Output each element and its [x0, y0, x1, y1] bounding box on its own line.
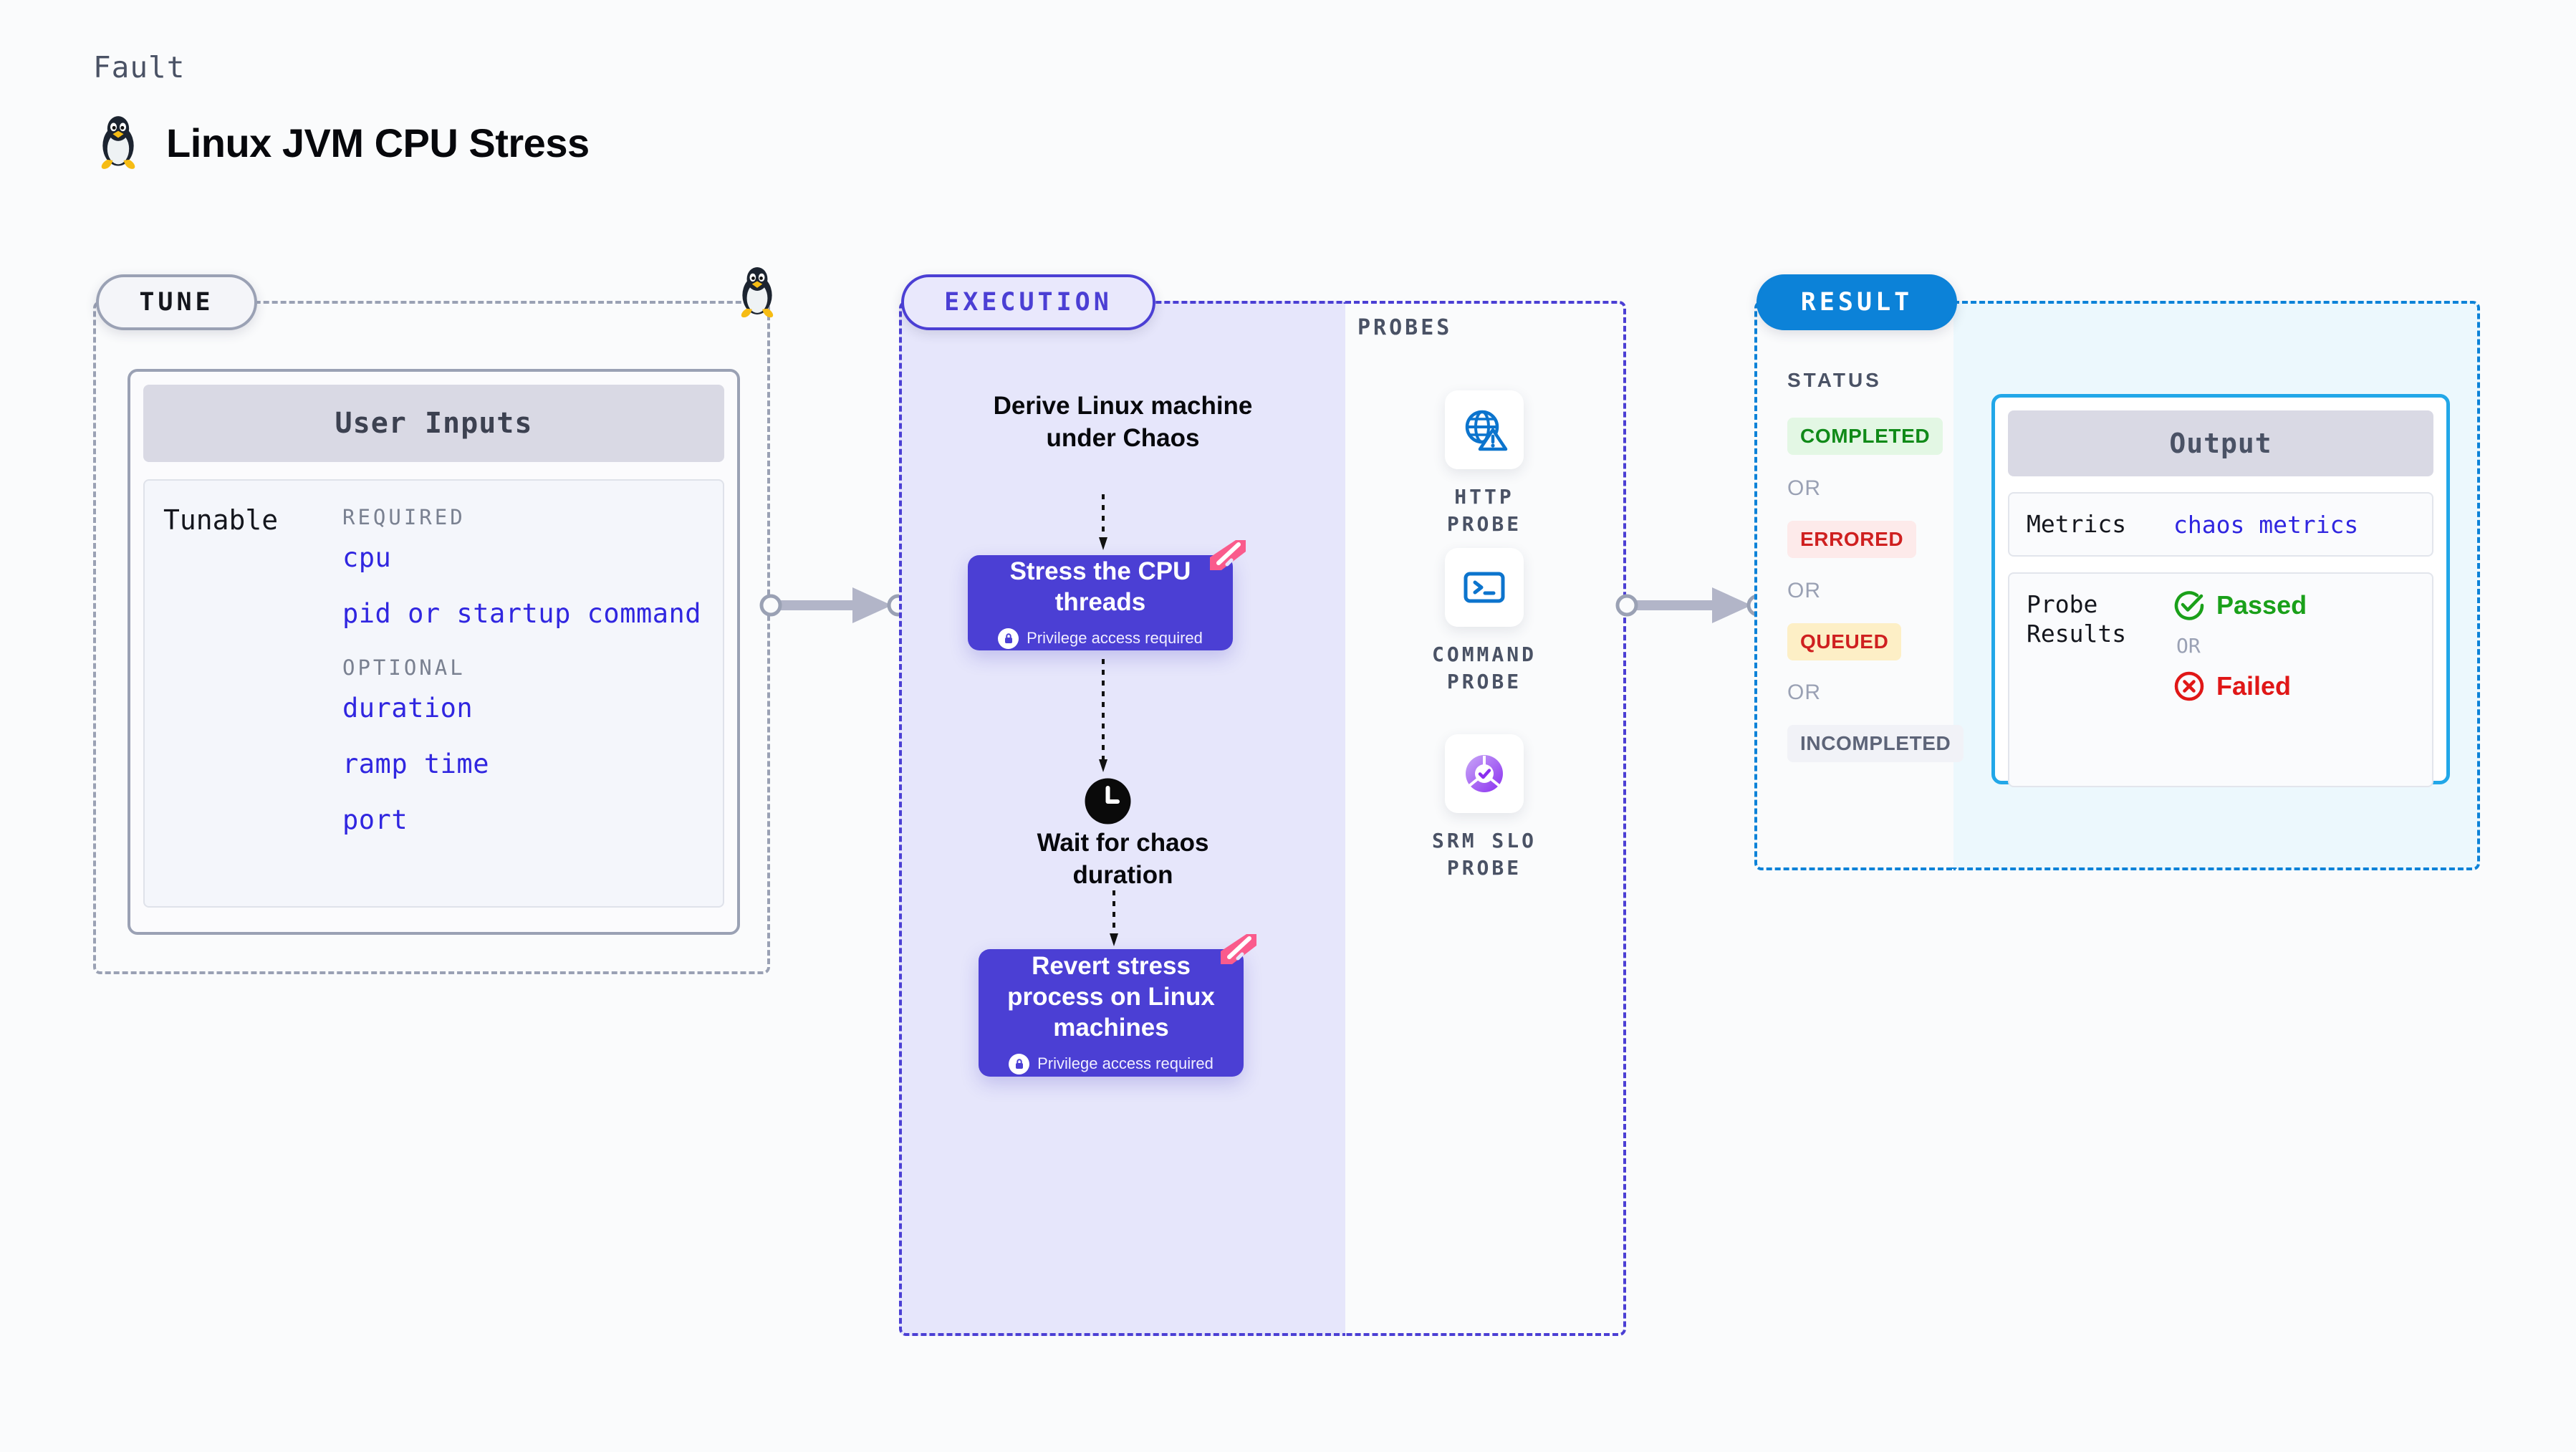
output-metrics-value[interactable]: chaos metrics: [2173, 510, 2359, 539]
flow-node-title: Revert stress process on Linux machines: [1007, 952, 1215, 1042]
probe-passed-label: Passed: [2216, 590, 2307, 620]
globe-warning-icon: [1465, 410, 1508, 451]
probe-label: HTTP PROBE: [1446, 485, 1522, 536]
tunable-box: Tunable REQUIRED cpu pid or startup comm…: [143, 479, 724, 908]
probe-result-passed: Passed: [2173, 590, 2415, 621]
tunable-item-ramp-time[interactable]: ramp time: [342, 749, 489, 779]
probe-result-values: Passed OR Failed: [2173, 590, 2415, 770]
tunable-list: REQUIRED cpu pid or startup command OPTI…: [342, 505, 704, 882]
probe-icon-box: [1445, 548, 1524, 627]
user-inputs-header: User Inputs: [143, 385, 724, 462]
flow-node-stress-cpu[interactable]: Stress the CPU threads Privilege access …: [968, 540, 1246, 650]
page-title-row: Linux JVM CPU Stress: [93, 115, 590, 170]
x-circle-icon: [2174, 671, 2204, 701]
optional-group-label: OPTIONAL: [342, 655, 466, 680]
probe-label: COMMAND PROBE: [1431, 643, 1537, 693]
status-badge-incompleted: INCOMPLETED: [1787, 725, 1964, 762]
required-group-label: REQUIRED: [342, 505, 466, 529]
tunable-item-port[interactable]: port: [342, 804, 408, 835]
output-probe-results-key: Probe Results: [2027, 590, 2127, 648]
probe-label: SRM SLO PROBE: [1431, 829, 1537, 880]
probe-failed-label: Failed: [2216, 671, 2292, 701]
terminal-icon: [1464, 572, 1505, 603]
flow-node-subtitle-row: Privilege access required: [998, 628, 1203, 649]
privilege-note: Privilege access required: [1037, 1054, 1213, 1073]
linux-penguin-icon: [101, 116, 135, 169]
result-pill-label: RESULT: [1756, 274, 1957, 330]
lock-icon: [998, 628, 1019, 649]
output-card: Output Metrics chaos metrics Probe Resul…: [1991, 394, 2450, 787]
probe-item-command[interactable]: COMMAND PROBE: [1413, 548, 1556, 696]
flow-node-revert-stress[interactable]: Revert stress process on Linux machines …: [979, 934, 1256, 1077]
output-header: Output: [2008, 410, 2433, 476]
connector-tune-to-execution: [759, 587, 910, 623]
output-row-probe-results: Probe Results Passed OR Failed: [2008, 572, 2433, 787]
execution-pill-label: EXECUTION: [901, 274, 1155, 330]
output-row-metrics: Metrics chaos metrics: [2008, 492, 2433, 557]
probes-panel: [1345, 301, 1626, 1336]
tune-pill-label: TUNE: [96, 274, 257, 330]
flow-step-derive-machine: Derive Linux machine under Chaos: [993, 392, 1253, 452]
lock-icon: [1009, 1053, 1030, 1074]
tunable-label: Tunable: [163, 504, 279, 536]
status-or-separator: OR: [1787, 476, 1821, 500]
status-section-label: STATUS: [1787, 369, 1882, 391]
probes-section-label: PROBES: [1357, 315, 1453, 340]
tunable-item-duration[interactable]: duration: [342, 693, 474, 723]
probe-icon-box: [1445, 734, 1524, 813]
flow-step-wait-duration: Wait for chaos duration: [1037, 829, 1209, 889]
flow-node-title: Stress the CPU threads: [1009, 557, 1191, 616]
tunable-item-pid-or-startup-command[interactable]: pid or startup command: [342, 598, 702, 629]
output-metrics-key: Metrics: [2027, 510, 2127, 539]
fault-eyebrow-label: Fault: [93, 50, 186, 85]
connector-execution-to-result: [1615, 587, 1769, 623]
privilege-note: Privilege access required: [1027, 629, 1203, 648]
flow-arrow-3: [1110, 890, 1118, 946]
clock-icon: [1085, 778, 1131, 824]
check-circle-icon: [2174, 591, 2204, 620]
flow-node-subtitle-row: Privilege access required: [1009, 1053, 1213, 1074]
status-badge-errored: ERRORED: [1787, 521, 1917, 558]
user-inputs-card: User Inputs Tunable REQUIRED cpu pid or …: [128, 369, 740, 935]
flow-arrow-2: [1099, 659, 1107, 772]
page-title: Linux JVM CPU Stress: [166, 120, 590, 165]
status-badge-completed: COMPLETED: [1787, 418, 1943, 455]
probe-icon-box: [1445, 390, 1524, 469]
linux-penguin-corner-icon: [741, 266, 774, 318]
harness-logo-icon: [1221, 934, 1256, 964]
result-status-panel: [1754, 301, 1955, 870]
probe-item-srm-slo[interactable]: SRM SLO PROBE: [1413, 734, 1556, 882]
status-or-separator: OR: [1787, 681, 1821, 704]
slo-check-icon: [1466, 755, 1503, 792]
probe-item-http[interactable]: HTTP PROBE: [1413, 390, 1556, 538]
probe-result-or-separator: OR: [2176, 634, 2201, 658]
tunable-item-cpu[interactable]: cpu: [342, 542, 392, 573]
flow-arrow-1: [1099, 494, 1107, 550]
probe-result-failed: Failed: [2173, 670, 2415, 702]
status-or-separator: OR: [1787, 579, 1821, 602]
harness-logo-icon: [1210, 540, 1246, 570]
status-badge-queued: QUEUED: [1787, 623, 1902, 660]
